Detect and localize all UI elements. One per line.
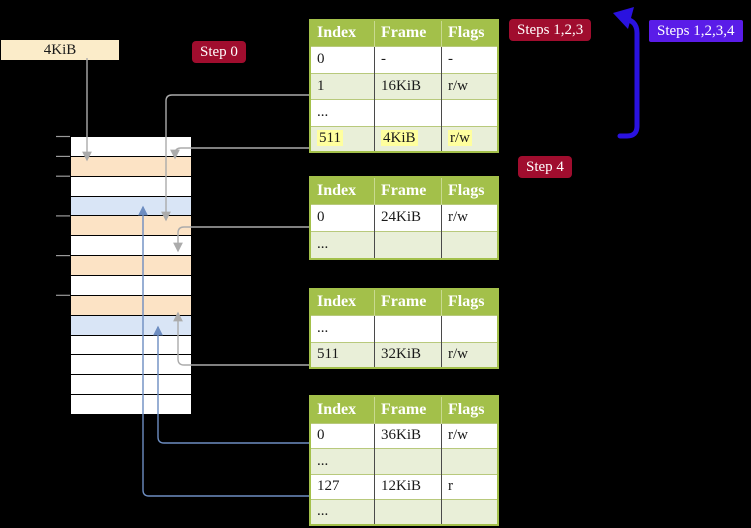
memory-frame-12 [71, 374, 191, 395]
memory-tick-marks [56, 135, 70, 296]
table-row: 0-- [310, 45, 498, 73]
table-cell: r/w [441, 422, 498, 448]
table-cell [441, 498, 498, 525]
table-cell: ... [310, 314, 375, 342]
highlighted-value: r/w [448, 130, 472, 147]
table-row: ... [310, 447, 498, 474]
table-cell: 4KiB [374, 125, 442, 152]
memory-frame-2 [71, 175, 191, 196]
memory-frame-7 [71, 275, 191, 295]
table-cell: ... [310, 98, 375, 126]
table-cell [441, 230, 498, 259]
table-cell [374, 498, 442, 525]
table-cell: 32KiB [374, 341, 442, 368]
memory-frame-4 [71, 215, 191, 236]
column-header-frame: Frame [374, 289, 442, 315]
step0-badge: Step 0 [192, 41, 246, 63]
column-header-index: Index [310, 396, 375, 423]
table-row: ... [310, 498, 498, 525]
physical-memory-strip [70, 136, 192, 416]
table-cell: 12KiB [374, 473, 442, 499]
table-cell: 511 [310, 341, 375, 368]
memory-frame-13 [71, 394, 191, 415]
table-cell: r/w [441, 125, 498, 152]
column-header-flags: Flags [441, 396, 498, 423]
table-cell: 0 [310, 45, 375, 73]
steps123-badge: Steps 1,2,3 [509, 19, 592, 41]
memory-frame-0 [71, 137, 191, 156]
table-cell: 127 [310, 473, 375, 499]
table-cell [441, 314, 498, 342]
table-cell [441, 98, 498, 126]
table-cell: 16KiB [374, 72, 442, 99]
table-cell [374, 98, 442, 126]
table-cell: ... [310, 447, 375, 474]
steps1234-badge: Steps 1,2,3,4 [649, 20, 743, 42]
recursive-loop-arrow [613, 7, 640, 139]
table-cell: r [441, 473, 498, 499]
table-row: ... [310, 314, 498, 342]
table-cell: r/w [441, 341, 498, 368]
table-cell: 0 [310, 422, 375, 448]
table-cell [441, 447, 498, 474]
memory-frame-10 [71, 334, 191, 355]
highlighted-value: 511 [317, 130, 343, 147]
column-header-flags: Flags [441, 289, 498, 315]
memory-frame-1 [71, 155, 191, 176]
step4-badge: Step 4 [518, 156, 572, 178]
table-cell: ... [310, 498, 375, 525]
frame-size-label: 4KiB [1, 40, 119, 60]
table-cell: - [374, 45, 442, 73]
column-header-index: Index [310, 177, 375, 204]
table-cell: 36KiB [374, 422, 442, 448]
table-cell: 24KiB [374, 203, 442, 231]
table-cell: 511 [310, 125, 375, 152]
table-cell [374, 314, 442, 342]
table-cell [374, 447, 442, 474]
memory-frame-3 [71, 195, 191, 216]
memory-frame-11 [71, 354, 191, 375]
table-row: ... [310, 230, 498, 259]
memory-frame-8 [71, 294, 191, 315]
highlighted-value: 4KiB [381, 130, 418, 147]
memory-frame-9 [71, 314, 191, 335]
column-header-frame: Frame [374, 177, 442, 204]
column-header-flags: Flags [441, 20, 498, 46]
table-cell: ... [310, 230, 375, 259]
column-header-index: Index [310, 20, 375, 46]
memory-frame-6 [71, 255, 191, 276]
table-row: 511 4KiB r/w [310, 125, 498, 152]
table-cell: - [441, 45, 498, 73]
column-header-frame: Frame [374, 20, 442, 46]
memory-frame-5 [71, 235, 191, 256]
column-header-flags: Flags [441, 177, 498, 204]
column-header-index: Index [310, 289, 375, 315]
table-cell: 1 [310, 72, 375, 99]
column-header-frame: Frame [374, 396, 442, 423]
table-cell: r/w [441, 203, 498, 231]
table-cell [374, 230, 442, 259]
table-row: ... [310, 98, 498, 126]
table-cell: 0 [310, 203, 375, 231]
table-cell: r/w [441, 72, 498, 99]
